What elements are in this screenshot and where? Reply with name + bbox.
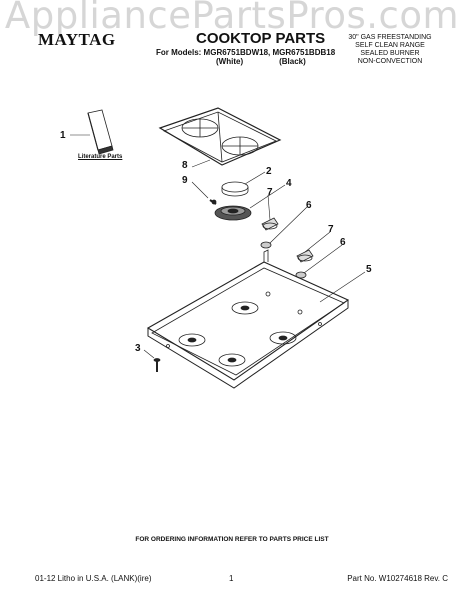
callout-2: 2 bbox=[266, 166, 272, 177]
callout-1: 1 bbox=[60, 130, 66, 141]
knob-bezel-right bbox=[295, 271, 307, 279]
color-white-label: (White) bbox=[216, 57, 244, 66]
desc-line-2: SELF CLEAN RANGE bbox=[355, 42, 425, 49]
brand-logo: MAYTAG bbox=[38, 30, 116, 49]
callout-7-left: 7 bbox=[267, 187, 273, 198]
cooktop-main-top bbox=[146, 249, 350, 389]
page-number: 1 bbox=[229, 574, 234, 583]
callout-8: 8 bbox=[182, 160, 188, 171]
burner-grate bbox=[158, 107, 282, 166]
models-line: For Models: MGR6751BDW18, MGR6751BDB18 bbox=[156, 48, 336, 57]
color-labels: (White) (Black) bbox=[216, 57, 342, 66]
callout-6-right: 6 bbox=[340, 237, 346, 248]
ordering-note: FOR ORDERING INFORMATION REFER TO PARTS … bbox=[135, 536, 329, 543]
watermark: AppliancePartsPros.com bbox=[4, 0, 460, 37]
burner-head bbox=[214, 205, 252, 221]
literature-booklet bbox=[87, 109, 114, 155]
literature-parts-label: Literature Parts bbox=[78, 154, 123, 160]
print-info: 01-12 Litho in U.S.A. (LANK)(ire) bbox=[35, 574, 152, 583]
leader-lines bbox=[70, 134, 366, 359]
callout-7-right: 7 bbox=[328, 224, 334, 235]
desc-line-4: NON-CONVECTION bbox=[357, 58, 423, 65]
color-black-label: (Black) bbox=[279, 57, 306, 66]
callout-3: 3 bbox=[135, 343, 141, 354]
callout-5: 5 bbox=[366, 264, 372, 275]
igniter-electrode bbox=[209, 199, 217, 205]
callout-4: 4 bbox=[286, 178, 292, 189]
part-number: Part No. W10274618 Rev. C bbox=[347, 574, 448, 583]
mounting-screw bbox=[153, 358, 161, 372]
desc-line-1: 30" GAS FREESTANDING bbox=[348, 34, 432, 41]
desc-line-3: SEALED BURNER bbox=[360, 50, 420, 57]
burner-cap bbox=[221, 181, 249, 197]
callout-6-left: 6 bbox=[306, 200, 312, 211]
knob-bezel-left bbox=[260, 241, 272, 249]
range-description: 30" GAS FREESTANDING SELF CLEAN RANGE SE… bbox=[330, 34, 450, 66]
page-title: COOKTOP PARTS bbox=[196, 30, 326, 47]
callout-9: 9 bbox=[182, 175, 188, 186]
